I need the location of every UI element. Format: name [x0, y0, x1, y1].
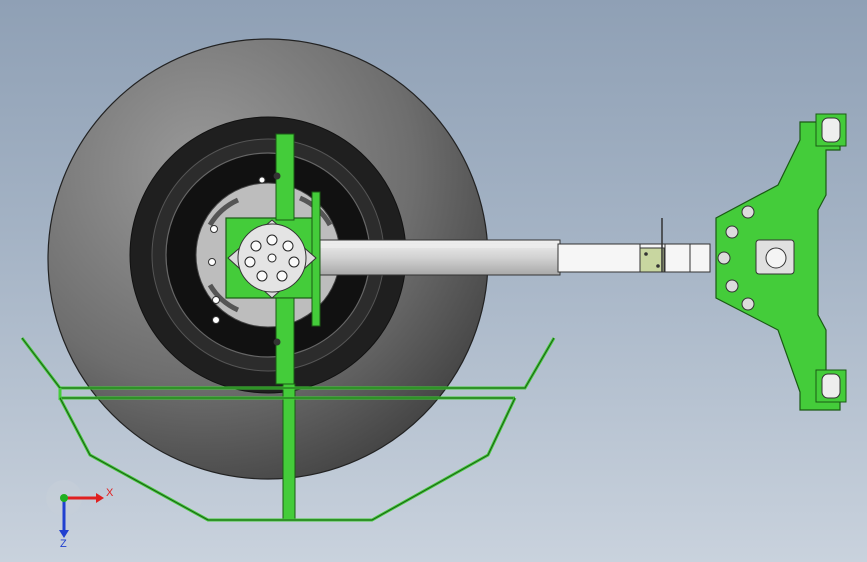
mudguard-frame[interactable] — [20, 337, 556, 522]
mounting-bracket[interactable] — [715, 113, 847, 411]
z-axis-label: Z — [60, 538, 67, 548]
x-axis-label: X — [106, 487, 114, 499]
triad-axes: X Z — [46, 480, 114, 550]
axle-arm[interactable] — [319, 239, 711, 276]
arm-bracket[interactable] — [639, 218, 665, 273]
orientation-triad: X Z — [40, 478, 120, 550]
y-axis-point — [60, 494, 68, 502]
hub-plate[interactable] — [225, 191, 321, 327]
vertical-bracket[interactable] — [273, 133, 296, 521]
